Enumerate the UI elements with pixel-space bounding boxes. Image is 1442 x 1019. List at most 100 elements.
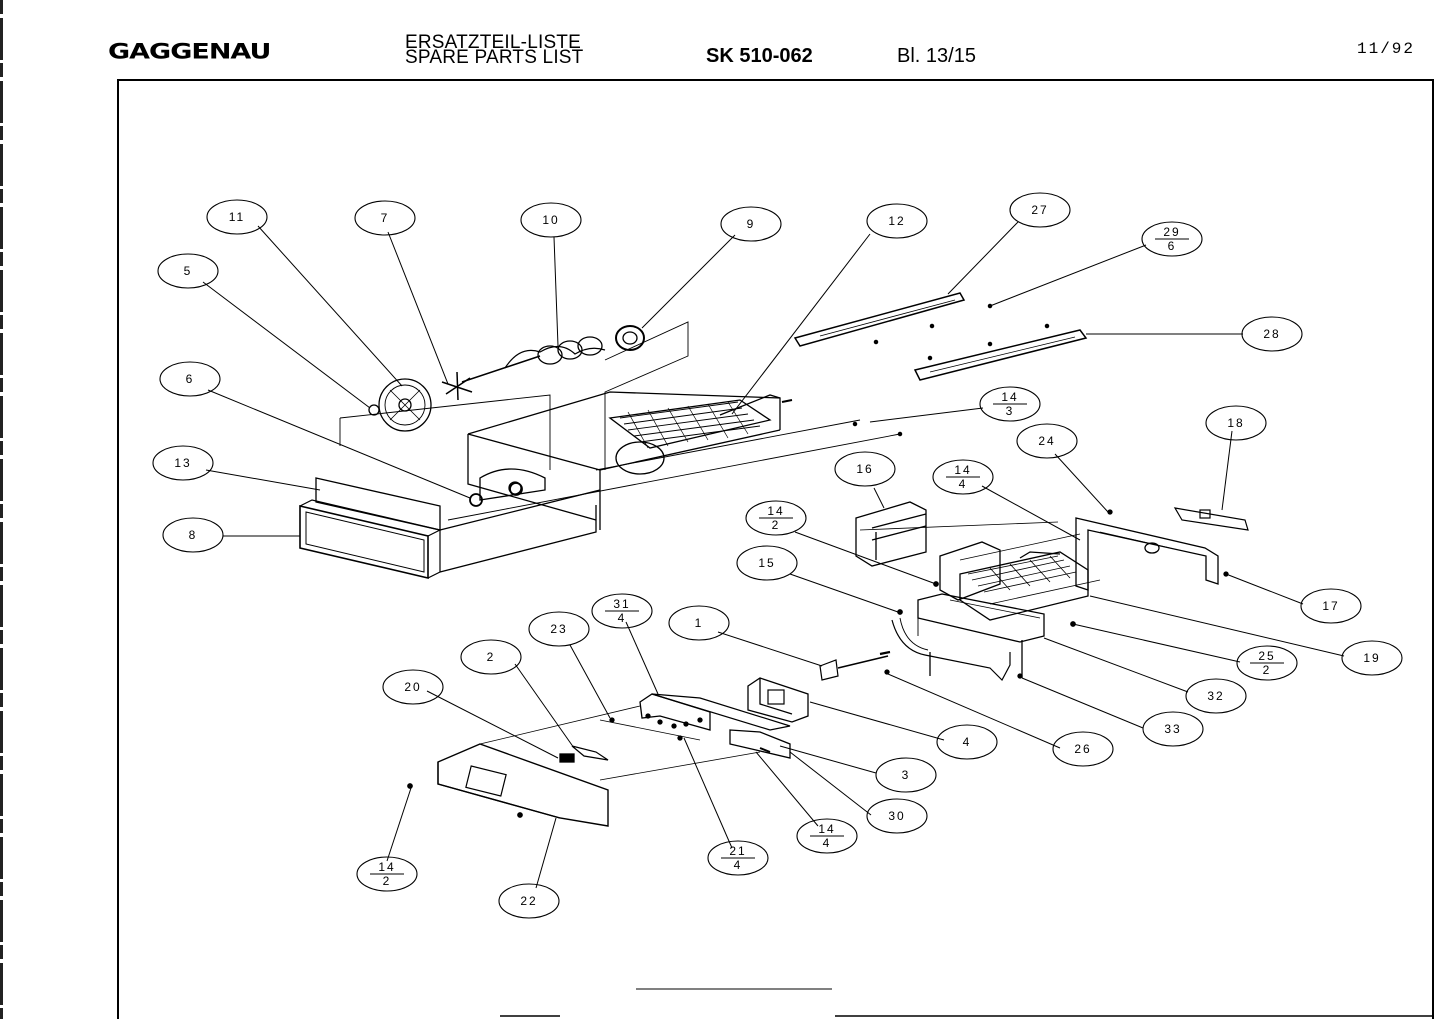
- callout-bubble: [1341, 640, 1403, 676]
- callout-14-3: 143: [979, 386, 1041, 422]
- callout-12: 12: [866, 203, 928, 239]
- callout-bubble: [460, 639, 522, 675]
- callout-quantity: 4: [734, 858, 743, 872]
- revision-date: 11/92: [1357, 40, 1416, 58]
- brand-logo: GAGGENAU: [108, 40, 271, 65]
- callout-bubble: [932, 459, 994, 495]
- callout-30: 30: [866, 798, 928, 834]
- callout-quantity: 2: [1263, 663, 1272, 677]
- callout-quantity: 6: [1168, 239, 1177, 253]
- callout-number: 8: [189, 528, 198, 542]
- callout-number: 26: [1074, 742, 1091, 756]
- callout-bubble: [875, 757, 937, 793]
- callout-bubble: [1052, 731, 1114, 767]
- callout-19: 19: [1341, 640, 1403, 676]
- callout-number: 2: [487, 650, 496, 664]
- callout-14-2a: 142: [745, 500, 807, 536]
- callout-24: 24: [1016, 423, 1078, 459]
- callout-11: 11: [206, 199, 268, 235]
- callout-18: 18: [1205, 405, 1267, 441]
- callout-number: 20: [404, 680, 421, 694]
- guide-rails: [793, 292, 1088, 437]
- callout-number: 1: [695, 616, 704, 630]
- callout-number: 33: [1164, 722, 1181, 736]
- callout-number: 6: [186, 372, 195, 386]
- callout-bubble: [1009, 192, 1071, 228]
- sheet-number: Bl. 13/15: [897, 45, 976, 67]
- callout-number: 17: [1322, 599, 1339, 613]
- callout-bubble: [936, 724, 998, 760]
- callout-bubble: [1141, 221, 1203, 257]
- callout-4: 4: [936, 724, 998, 760]
- callout-17: 17: [1300, 588, 1362, 624]
- ice-maker-assembly: [819, 501, 1249, 681]
- callout-26: 26: [1052, 731, 1114, 767]
- callout-number: 11: [229, 210, 245, 224]
- callout-33: 33: [1142, 711, 1204, 747]
- callout-quantity: 4: [618, 611, 627, 625]
- callout-number: 14: [818, 822, 835, 836]
- callout-number: 16: [856, 462, 873, 476]
- callout-number: 18: [1227, 416, 1244, 430]
- callout-15: 15: [736, 545, 798, 581]
- callout-23: 23: [528, 611, 590, 647]
- callout-bubble: [979, 386, 1041, 422]
- callout-bubble: [498, 883, 560, 919]
- callout-number: 30: [888, 809, 905, 823]
- callout-6: 6: [159, 361, 221, 397]
- callout-bubble: [528, 611, 590, 647]
- callout-14-2b: 142: [356, 856, 418, 892]
- callout-5: 5: [157, 253, 219, 289]
- callout-bubble: [591, 593, 653, 629]
- callout-bubble: [707, 840, 769, 876]
- callout-number: 14: [767, 504, 784, 518]
- callout-bubble: [206, 199, 268, 235]
- callout-bubble: [1142, 711, 1204, 747]
- callout-number: 5: [184, 264, 193, 278]
- callout-bubble: [866, 798, 928, 834]
- callout-number: 3: [902, 768, 911, 782]
- callout-27: 27: [1009, 192, 1071, 228]
- callout-number: 31: [613, 597, 630, 611]
- callout-quantity: 3: [1006, 404, 1015, 418]
- callout-bubble: [866, 203, 928, 239]
- callout-bubble: [668, 605, 730, 641]
- callout-14-4b: 144: [796, 818, 858, 854]
- callout-bubble: [745, 500, 807, 536]
- callout-bubble: [1016, 423, 1078, 459]
- callout-number: 14: [954, 463, 971, 477]
- fan-motor-parts: [368, 325, 645, 507]
- callout-number: 27: [1031, 203, 1048, 217]
- callout-bubble: [720, 206, 782, 242]
- callout-bubble: [796, 818, 858, 854]
- callout-8: 8: [162, 517, 224, 553]
- subtitle-german: ERSATZTEIL-LISTE: [405, 32, 581, 53]
- callout-bubble: [356, 856, 418, 892]
- callout-21-4: 214: [707, 840, 769, 876]
- callout-29-6: 296: [1141, 221, 1203, 257]
- callout-bubble: [1205, 405, 1267, 441]
- callout-31-4: 314: [591, 593, 653, 629]
- callout-bubble: [354, 200, 416, 236]
- callout-bubble: [736, 545, 798, 581]
- callout-2: 2: [460, 639, 522, 675]
- callout-number: 7: [381, 211, 390, 225]
- control-box-assembly: [407, 677, 809, 827]
- subtitle-english: SPARE PARTS LIST: [405, 47, 584, 68]
- callout-number: 29: [1163, 225, 1180, 239]
- callout-16: 16: [834, 451, 896, 487]
- ice-bin-housing: [299, 321, 901, 580]
- callout-number: 12: [888, 214, 905, 228]
- callout-bubble: [152, 445, 214, 481]
- callout-32: 32: [1185, 678, 1247, 714]
- callout-quantity: 2: [383, 874, 392, 888]
- callout-7: 7: [354, 200, 416, 236]
- callout-quantity: 4: [959, 477, 968, 491]
- callout-20: 20: [382, 669, 444, 705]
- callout-number: 22: [520, 894, 537, 908]
- callout-number: 4: [963, 735, 972, 749]
- callout-number: 15: [758, 556, 775, 570]
- callout-bubble: [382, 669, 444, 705]
- drawing-frame: [117, 79, 1434, 1019]
